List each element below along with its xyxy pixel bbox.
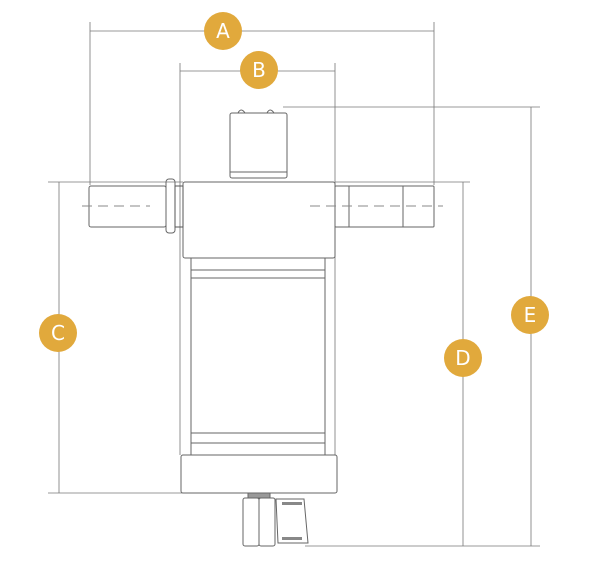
base-cap — [180, 454, 338, 494]
valve-bolts — [237, 109, 275, 114]
bottom-handle — [275, 498, 309, 544]
bottom-fitting-left — [242, 497, 260, 547]
bottom-thread — [247, 492, 271, 499]
dimension-badge-a: A — [204, 12, 242, 50]
bottom-fitting-right — [258, 497, 276, 547]
cylinder-body — [82, 109, 443, 547]
dimension-badge-e: E — [511, 296, 549, 334]
head-block — [182, 181, 336, 259]
valve-block — [229, 112, 288, 179]
dimension-lines — [48, 22, 540, 547]
left-nut — [165, 178, 176, 234]
dimension-badge-b: B — [240, 51, 278, 89]
dimension-badge-c: C — [39, 314, 77, 352]
dimension-badge-d: D — [444, 339, 482, 377]
left-thread — [174, 185, 184, 228]
